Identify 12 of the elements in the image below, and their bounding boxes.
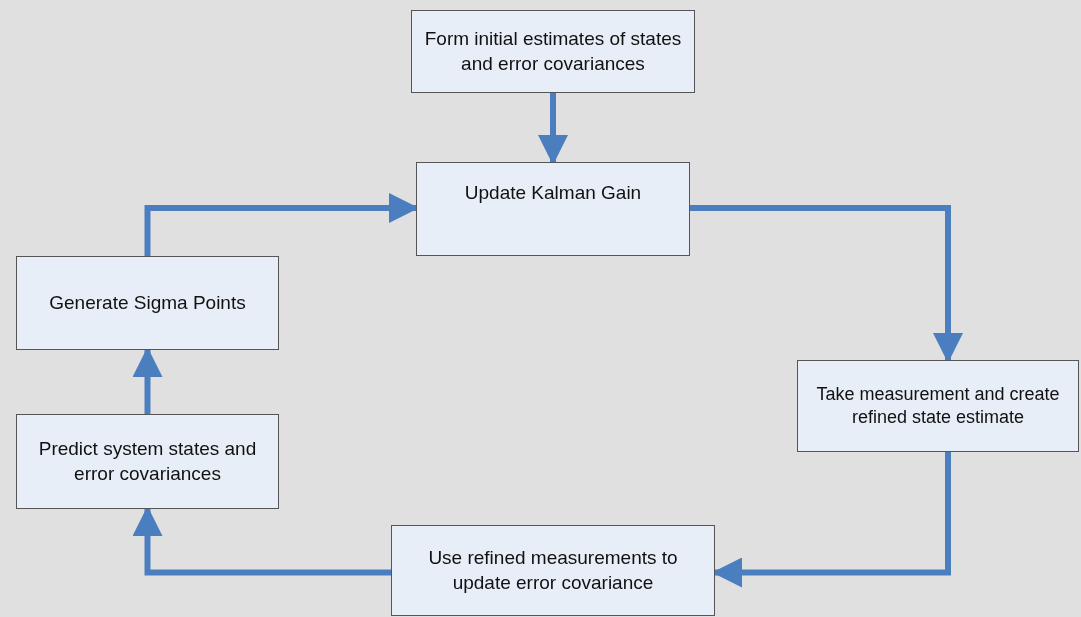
box-label: Take measurement and create refined state estimate: [815, 382, 1061, 429]
box-label: Predict system states and error covariances: [37, 436, 258, 486]
box-label: Generate Sigma Points: [49, 290, 246, 315]
process-box: [411, 10, 695, 93]
process-box: [391, 525, 715, 616]
box-label: Use refined measurements to update error covariance: [427, 545, 679, 595]
process-box: [797, 360, 1079, 452]
box-label: Form initial estimates of states and error covariances: [423, 26, 683, 76]
process-box: [16, 256, 279, 350]
box-label: Update Kalman Gain: [464, 181, 642, 205]
process-box: [16, 414, 279, 509]
process-box: [416, 162, 690, 256]
